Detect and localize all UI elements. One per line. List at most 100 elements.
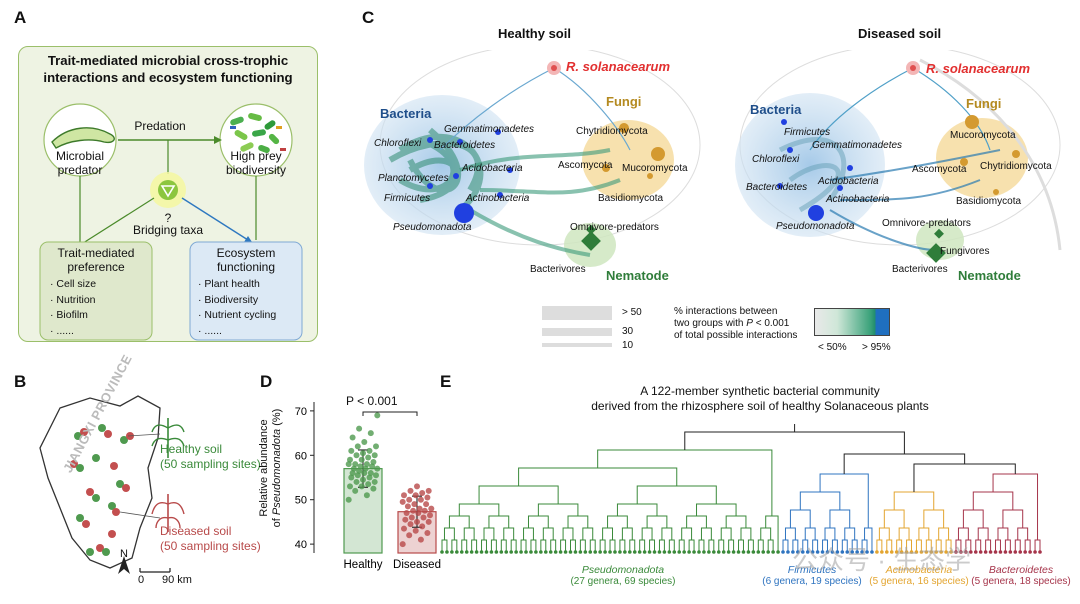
width-legend-50-label: > 50 [622,307,642,318]
tree-branch [957,527,969,540]
eco-item: · Biodiversity [198,293,259,306]
tree-branch [878,527,890,540]
tree-branch [589,539,596,552]
bridging-taxa-label: Bridging taxa [132,223,204,237]
legend-desc-line2-pre: two groups with [674,318,747,329]
data-point [360,476,366,483]
tree-branch [527,515,549,528]
tree-branch [597,449,773,516]
taxa-label: Omnivore-predators [882,218,971,229]
tree-branch [972,491,1014,510]
tree-branch [819,473,869,528]
data-point [399,498,406,505]
taxa-label: Bacteroidetes [746,182,808,193]
data-point [412,492,419,499]
question-mark: ? [164,211,172,225]
trait-box [39,241,153,341]
tree-branch [602,527,614,540]
tree-branch [747,539,754,552]
width-legend-10-label: 10 [622,340,634,351]
tree-branch [478,485,559,504]
tree-branch [562,527,574,540]
y-axis-label-taxon: Pseudomonadota [271,428,283,516]
data-point [421,507,428,514]
data-point [403,510,410,517]
tree-branch [582,527,594,540]
north-label: N [120,548,128,560]
data-point [374,465,381,472]
trait-item: · ...... [50,324,74,337]
taxa-label: Ascomycota [558,160,613,171]
trait-item: · Biofilm [50,309,88,321]
data-point [357,463,364,470]
data-point [408,514,415,521]
tree-branch [658,539,665,552]
tree-branch [977,527,989,540]
diseased-soil-line2: (50 sampling sites) [160,539,261,553]
data-point [358,483,365,490]
tree-branch [518,467,678,486]
y-tick-label: 60 [295,450,307,462]
healthy-fungi-cluster [582,120,674,200]
tree-branch [641,527,653,540]
taxa-label: Actinobacteria [466,193,530,204]
y-axis-label-line2: of Pseudomonadota (%) [271,388,284,548]
trait-box-title: Trait-mediated preference [40,246,152,274]
tree-branch [567,515,589,528]
trait-list: · Cell size · Nutrition · Biofilm · ....… [50,277,96,339]
group-label-bacteroidetes: Bacteroidetes (5 genera, 18 species) [964,564,1078,587]
tree-branch [500,539,507,552]
prey-bacteria-icon [230,112,286,154]
data-point [424,494,431,501]
jiangxi-map [39,395,185,574]
taxa-label: Fungivores [940,246,990,257]
data-point [419,523,426,530]
data-point [367,470,374,477]
taxa-label: Mucoromycota [622,163,688,174]
healthy-bacteria-label: Bacteria [380,106,432,121]
tree-branch [1024,539,1031,552]
tree-branch [829,509,851,528]
data-point [370,485,377,492]
data-point [401,525,407,532]
taxa-label: Firmicutes [384,193,431,204]
tree-branch [720,527,732,540]
tree-branch [1034,539,1041,552]
legend-desc-line2: two groups with P < 0.001 [674,318,797,330]
healthy-nematode-label: Nematode [606,268,669,283]
tree-branch [700,527,712,540]
tree-branch [844,527,856,540]
legend-desc-line1: % interactions between [674,306,778,317]
taxa-label: Mucoromycota [950,130,1016,141]
tree-branch [483,527,495,540]
data-point [417,496,424,503]
network-graphics [364,50,1062,267]
tree-branch [510,539,517,552]
taxa-label: Bacterivores [892,264,948,275]
tree-branch [441,539,448,552]
tree-branch [530,539,537,552]
eco-item: · Nutrient cycling [198,309,277,321]
tree-branch [523,527,534,540]
tree-branch [540,539,547,552]
taxa-label: Chytridiomycota [980,161,1052,172]
data-point [365,481,372,488]
y-axis-label-line1: Relative abundance [258,419,270,517]
panel-e-letter: E [440,372,452,391]
group-sub: (5 genera, 16 species) [869,576,969,587]
y-tick-label: 70 [295,406,307,418]
tree-branch [985,539,992,552]
eco-item: · ...... [198,324,222,337]
diseased-bacteria-label: Bacteria [750,102,802,117]
trait-box-title-line1: Trait-mediated [57,246,135,260]
data-point [348,447,355,454]
healthy-soil-line2: (50 sampling sites) [160,457,261,471]
tree-branch [698,539,705,552]
panel-e-title-line2: derived from the rhizosphere soil of hea… [591,399,929,413]
tree-branch [992,473,1039,540]
x-tick-label: Healthy [344,559,383,571]
predator-icon [51,127,115,149]
taxa-label: Bacteroidetes [434,140,496,151]
eco-item: · Plant health [198,278,260,290]
panel-a-diagram [39,103,303,341]
